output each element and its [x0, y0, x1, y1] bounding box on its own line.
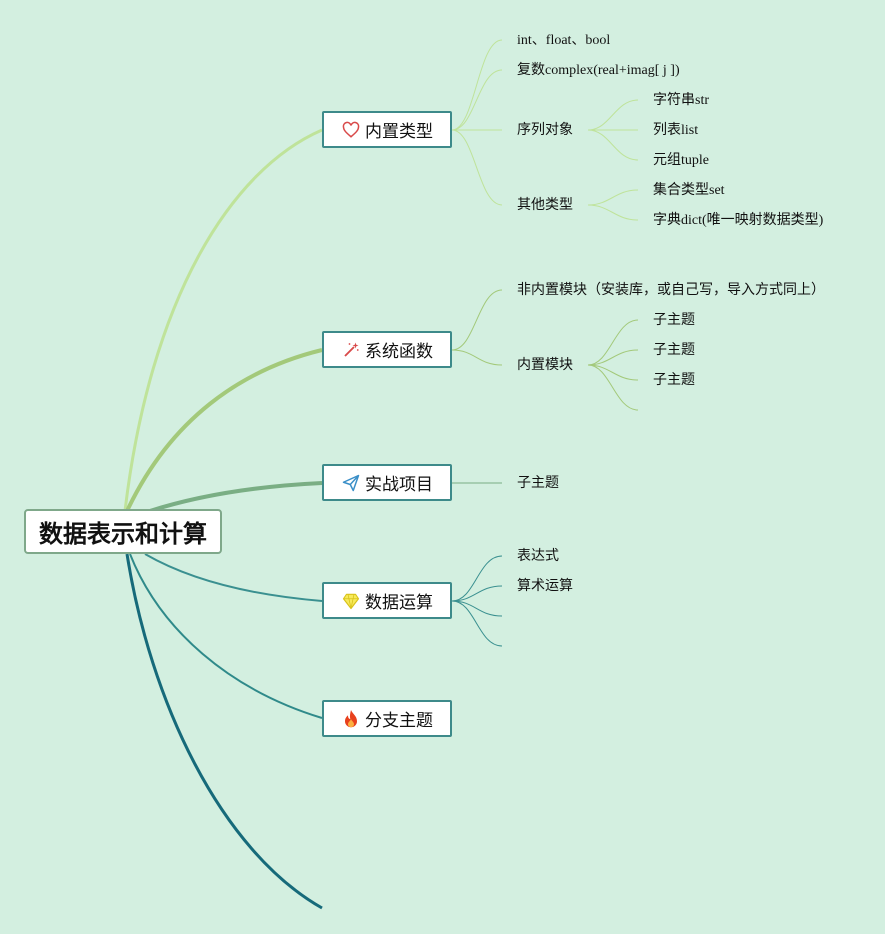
branch-topic-label: 分支主题 [365, 711, 433, 731]
connector-root-b1 [123, 128, 323, 512]
fire-icon [341, 709, 361, 729]
branch4-links [451, 555, 503, 647]
branch1-links [451, 39, 639, 221]
subtopic[interactable]: 字典dict(唯一映射数据类型) [653, 213, 824, 228]
connector-root-b3 [149, 481, 323, 513]
subtopic[interactable]: 子主题 [653, 373, 695, 388]
subtopic[interactable]: int、float、bool [517, 33, 611, 48]
subtopic[interactable]: 算术运算 [517, 579, 573, 594]
branch-topic-branch-topic[interactable]: 分支主题 [322, 700, 452, 737]
root-topic[interactable]: 数据表示和计算 [24, 509, 222, 554]
subtopic[interactable]: 内置模块 [517, 358, 573, 373]
branch-topic-label: 数据运算 [365, 593, 433, 613]
subtopic[interactable]: 列表list [653, 123, 699, 138]
branch-topic-projects[interactable]: 实战项目 [322, 464, 452, 501]
branch2-links [451, 289, 639, 411]
branch-topic-system-functions[interactable]: 系统函数 [322, 331, 452, 368]
root-topic-label: 数据表示和计算 [39, 520, 207, 548]
subtopic[interactable]: 序列对象 [517, 123, 573, 138]
subtopic[interactable]: 集合类型set [653, 183, 725, 198]
connector-root-b5 [129, 553, 323, 719]
connector-root-b4 [144, 553, 323, 602]
magic-wand-icon [341, 340, 361, 360]
connector-root-b2 [125, 348, 323, 512]
branch-topic-builtin-types[interactable]: 内置类型 [322, 111, 452, 148]
diamond-icon [341, 591, 361, 611]
subtopic[interactable]: 子主题 [653, 313, 695, 328]
subtopic[interactable]: 子主题 [517, 476, 559, 491]
subtopic[interactable]: 非内置模块（安装库，或自己写，导入方式同上） [517, 283, 825, 298]
branch-topic-label: 内置类型 [365, 122, 433, 142]
subtopic[interactable]: 复数complex(real+imag[ j ]) [517, 63, 680, 78]
subtopic[interactable]: 字符串str [653, 93, 709, 108]
branch-topic-label: 系统函数 [365, 342, 433, 362]
branch-topic-label: 实战项目 [365, 475, 433, 495]
subtopic[interactable]: 其他类型 [517, 198, 573, 213]
subtopic[interactable]: 表达式 [517, 549, 559, 564]
paper-plane-icon [341, 473, 361, 493]
heart-icon [341, 120, 361, 140]
subtopic[interactable]: 子主题 [653, 343, 695, 358]
branch-topic-data-operations[interactable]: 数据运算 [322, 582, 452, 619]
connector-root-b6 [125, 553, 323, 910]
subtopic[interactable]: 元组tuple [653, 153, 709, 168]
